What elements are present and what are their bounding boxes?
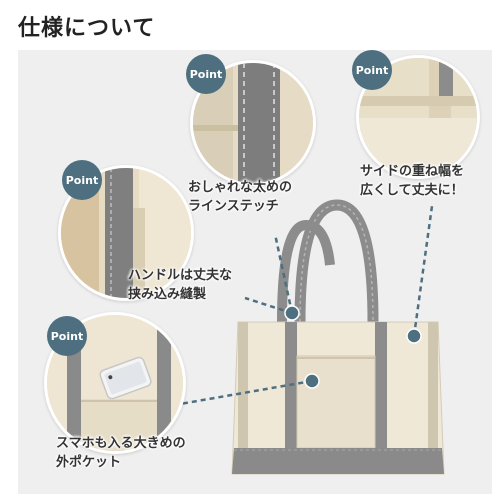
callout-side: サイドの重ね幅を 広くして丈夫に！ bbox=[360, 162, 464, 200]
handle-point-dot bbox=[284, 305, 300, 321]
callout-side-line2: 広くして丈夫に！ bbox=[360, 183, 464, 198]
point-badge-handle: Point bbox=[62, 160, 102, 200]
detail-handle-circle bbox=[58, 165, 194, 301]
callout-handle-line2: 挟み込み縫製 bbox=[128, 287, 207, 302]
callout-pocket-line2: 外ポケット bbox=[56, 455, 122, 470]
callout-pocket: スマホも入る大きめの 外ポケット bbox=[56, 434, 186, 472]
callout-stitch-line1: おしゃれな太めの bbox=[188, 180, 293, 195]
point-badge-side: Point bbox=[352, 50, 392, 90]
pocket-point-dot bbox=[304, 373, 320, 389]
point-badge-pocket: Point bbox=[47, 316, 87, 356]
callout-side-line1: サイドの重ね幅を bbox=[360, 164, 465, 179]
callout-pocket-line1: スマホも入る大きめの bbox=[56, 436, 186, 451]
callout-handle: ハンドルは丈夫な 挟み込み縫製 bbox=[128, 266, 232, 304]
side-point-dot bbox=[406, 328, 422, 344]
point-badge-stitch: Point bbox=[186, 54, 226, 94]
callout-stitch-line2: ラインステッチ bbox=[188, 199, 279, 214]
page-title: 仕様について bbox=[18, 16, 156, 41]
detail-pocket-circle bbox=[44, 312, 186, 454]
callout-handle-line1: ハンドルは丈夫な bbox=[128, 268, 233, 283]
callout-stitch: おしゃれな太めの ラインステッチ bbox=[188, 178, 292, 216]
